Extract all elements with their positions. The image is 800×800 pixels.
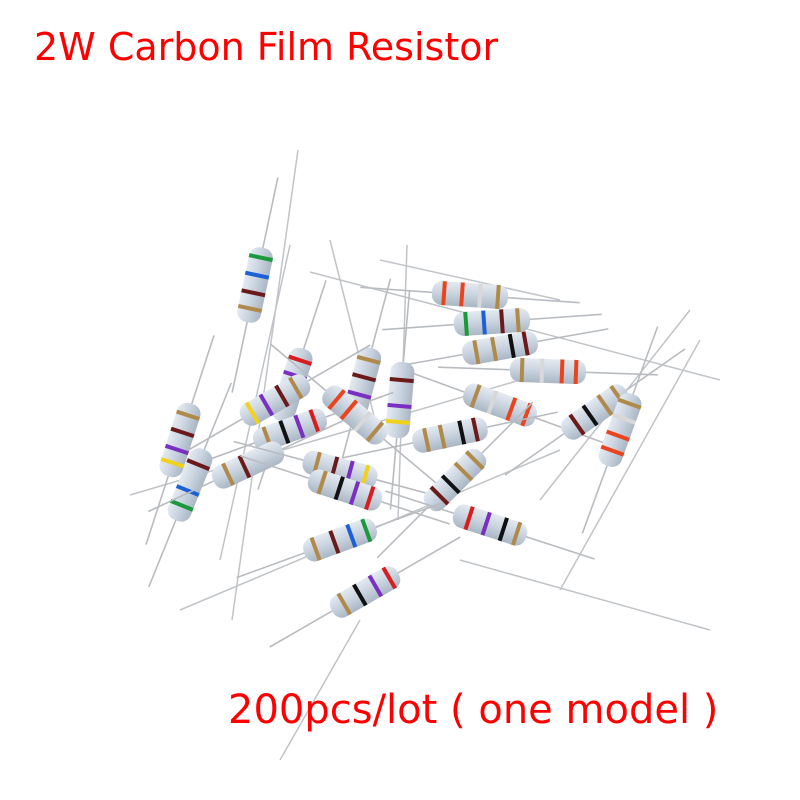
product-title: 2W Carbon Film Resistor	[34, 25, 499, 69]
quantity-caption: 200pcs/lot ( one model )	[228, 687, 719, 733]
